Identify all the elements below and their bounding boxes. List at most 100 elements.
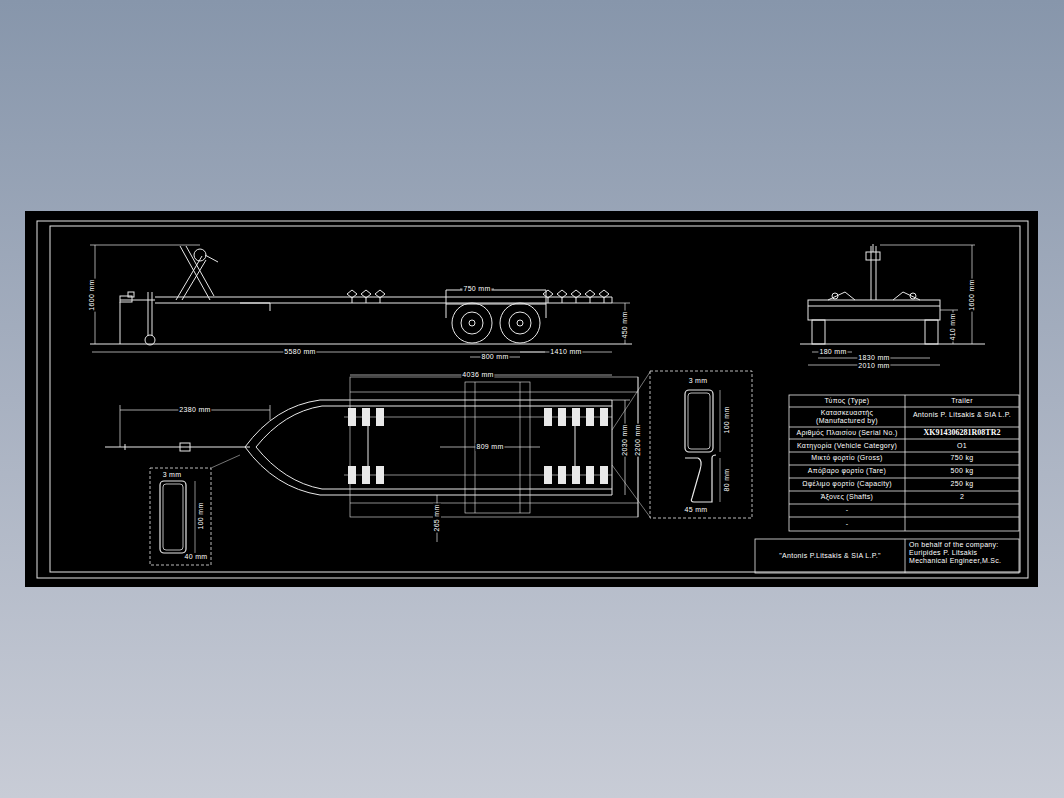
dimension: 809 mm [475,443,504,451]
line-stroke [380,298,381,303]
table-cell: 500 kg [951,467,974,475]
line-stroke [873,244,874,252]
g-stroke [348,408,608,484]
section-dimension: 100 mm [197,501,205,530]
line-stroke [880,245,975,246]
line-stroke [612,297,613,303]
section-dimension: 3 mm [162,471,183,479]
rect-stroke [755,539,1019,573]
line-stroke [155,297,612,298]
line-stroke [789,478,1019,479]
line-stroke [940,310,958,311]
line-stroke [195,481,196,553]
table-cell: - [846,506,849,514]
line-stroke [789,427,1019,428]
top-view [105,372,650,542]
section-detail-left [150,468,211,565]
rect-stroke [812,320,825,344]
table-cell: Κατασκευαστής (Manufactured by) [802,409,892,425]
line-stroke [182,260,206,300]
path-stroke [245,400,612,495]
line-stroke [808,306,940,307]
line-stroke [446,304,546,305]
line-stroke [92,352,545,353]
section-dimension: 80 mm [723,468,731,493]
signature-note: On behalf of the company: Euripides P. L… [909,541,1017,565]
table-cell: 750 kg [951,454,974,462]
line-stroke [352,298,353,303]
line-stroke [720,458,721,502]
line-stroke [120,300,155,301]
rect-stroke [789,395,1019,531]
line-stroke [612,372,650,430]
line-stroke [612,303,630,304]
line-stroke [893,292,903,300]
rect-stroke [50,226,1020,572]
rect-stroke [180,443,190,451]
path-stroke [685,455,716,502]
section-dimension: 100 mm [723,405,731,434]
table-cell: Antonis P. Litsakis & SIA L.P. [913,411,1011,419]
table-cell: - [846,520,849,528]
section-dimension: 3 mm [688,377,709,385]
table-cell: Κατηγορία (Vehicle Category) [797,442,897,450]
line-stroke [344,417,612,418]
path-stroke [256,406,612,489]
line-stroke [548,298,549,303]
rect-stroke [128,292,134,297]
circle-stroke [517,320,523,326]
dimension: 5580 mm [283,348,316,356]
rect-stroke [685,390,713,452]
rect-stroke [160,481,186,553]
dimension: 410 mm [949,312,957,341]
rect-stroke [866,252,880,260]
line-stroke [366,298,367,303]
table-cell: Μικτό φορτίο (Gross) [811,454,882,462]
line-stroke [905,395,906,531]
circle-stroke [452,303,492,343]
section-detail-right [650,371,752,518]
table-cell: Ωφέλιμο φορτίο (Capacity) [802,480,892,488]
line-stroke [604,298,605,303]
rear-view [800,244,985,365]
line-stroke [903,292,920,300]
rect-stroke [808,300,940,320]
drawing-sheet [25,211,1038,587]
line-stroke [186,246,214,296]
line-stroke [240,303,270,304]
line-stroke [789,517,1019,518]
line-stroke [344,475,612,476]
path-stroke [543,290,609,298]
line-stroke [576,298,577,303]
line-stroke [90,245,200,246]
dimension: 2200 mm [634,423,642,456]
line-stroke [120,302,121,344]
rect-stroke [350,377,638,517]
line-stroke [612,465,650,517]
line-stroke [562,298,563,303]
dimension: 2010 mm [857,362,890,370]
line-stroke [211,455,240,468]
rect-stroke [25,211,1038,587]
table-cell: Άξονες (Shafts) [821,493,873,501]
line-stroke [180,246,210,300]
dimension: 750 mm [462,285,491,293]
table-cell: Αριθμός Πλαισίου (Serial No.) [796,429,897,437]
dimension: 1830 mm [857,354,890,362]
line-stroke [789,439,1019,440]
line-stroke [871,246,872,300]
dimension: 450 mm [621,310,629,339]
line-stroke [350,392,638,393]
rect-stroke [465,382,530,513]
line-stroke [612,400,630,401]
dimension: 2030 mm [621,423,629,456]
serial-number: XK914306281R08TR2 [924,428,1001,437]
table-cell: Τύπος (Type) [825,397,870,405]
line-stroke [270,405,271,420]
title-block [755,395,1019,573]
line-stroke [789,491,1019,492]
line-stroke [152,292,153,336]
line-stroke [720,390,721,452]
rect-stroke [37,221,1028,578]
